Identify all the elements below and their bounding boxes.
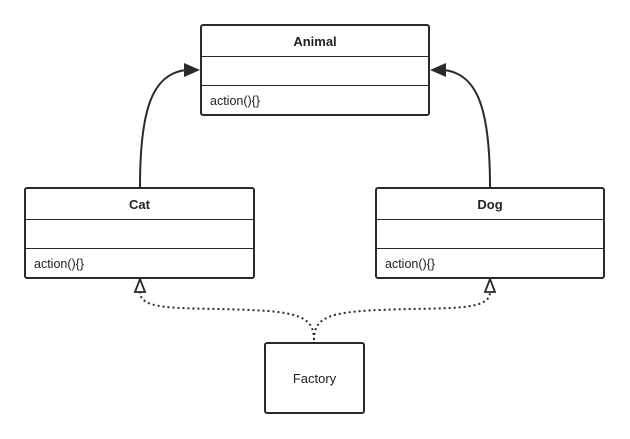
- dependency-line-factory-dog: [313, 291, 491, 341]
- class-animal[interactable]: Animal action(){}: [200, 24, 430, 116]
- dependency-line-factory-cat: [139, 291, 315, 341]
- class-cat[interactable]: Cat action(){}: [24, 187, 255, 279]
- inheritance-line-dog-animal: [443, 69, 491, 188]
- class-attributes: [202, 57, 428, 86]
- class-operation: action(){}: [385, 257, 436, 271]
- class-name: Dog: [377, 189, 603, 220]
- inheritance-line-cat-animal: [139, 69, 187, 188]
- class-attributes: [377, 220, 603, 249]
- factory-box[interactable]: Factory: [264, 342, 365, 414]
- class-operation: action(){}: [210, 94, 261, 108]
- class-name: Animal: [202, 26, 428, 57]
- class-name: Cat: [26, 189, 253, 220]
- dependency-arrowhead-dog: [483, 276, 497, 293]
- inheritance-arrowhead-cat: [184, 63, 200, 77]
- inheritance-arrowhead-dog: [430, 63, 446, 77]
- factory-label: Factory: [292, 370, 337, 386]
- dependency-arrowhead-cat: [133, 276, 147, 293]
- class-attributes: [26, 220, 253, 249]
- class-dog[interactable]: Dog action(){}: [375, 187, 605, 279]
- class-operation: action(){}: [34, 257, 85, 271]
